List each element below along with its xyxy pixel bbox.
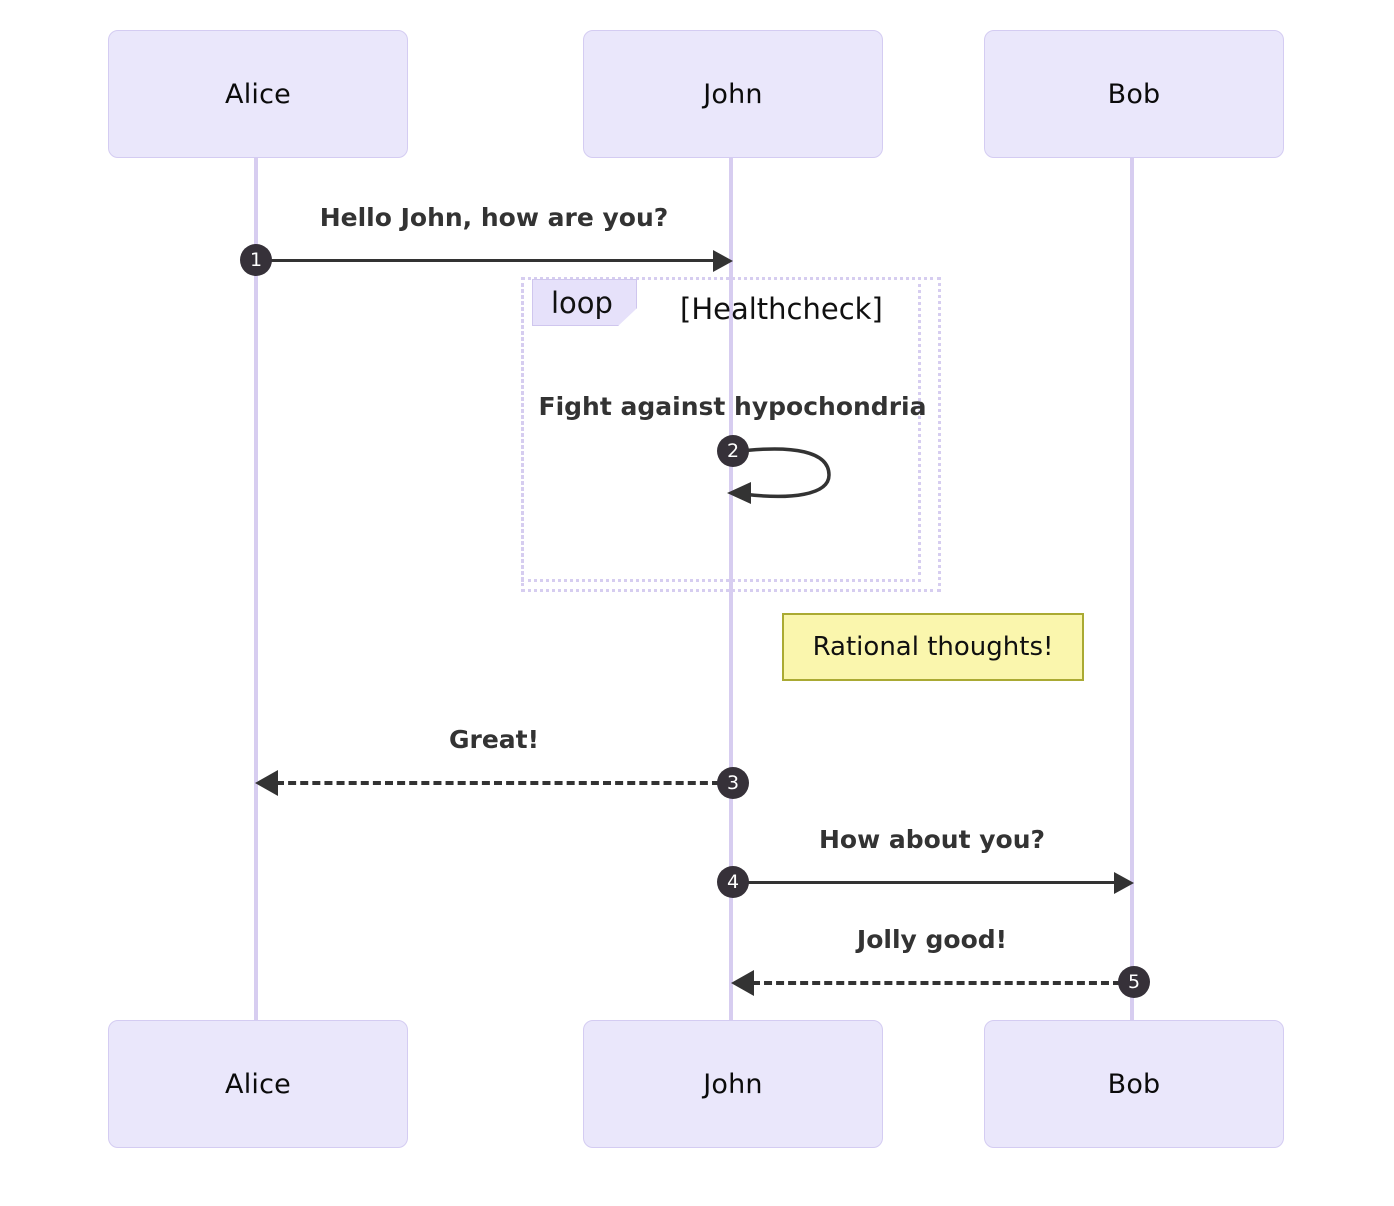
message-4-line [742, 881, 1122, 884]
note-rational-thoughts-label: Rational thoughts! [812, 632, 1054, 662]
actor-box-alice-bottom[interactable]: Alice [108, 1020, 408, 1148]
actor-box-bob-top[interactable]: Bob [984, 30, 1284, 158]
actor-label-bob-bottom: Bob [1107, 1068, 1161, 1100]
message-4-arrowhead-icon [1114, 872, 1134, 894]
message-2-label: Fight against hypochondria [538, 392, 927, 421]
note-rational-thoughts: Rational thoughts! [782, 613, 1084, 681]
message-1-arrowhead-icon [713, 250, 733, 272]
message-5-sequence-badge: 5 [1118, 966, 1150, 998]
loop-fragment-condition: [Healthcheck] [680, 292, 883, 326]
message-1-sequence-badge: 1 [240, 244, 272, 276]
actor-label-alice-bottom: Alice [225, 1068, 291, 1100]
message-2-sequence-badge: 2 [717, 435, 749, 467]
lifeline-bob [1130, 158, 1134, 1020]
actor-box-john-top[interactable]: John [583, 30, 883, 158]
message-5-arrowhead-icon [731, 970, 754, 996]
message-3-arrowhead-icon [255, 770, 278, 796]
actor-box-bob-bottom[interactable]: Bob [984, 1020, 1284, 1148]
actor-label-bob-top: Bob [1107, 78, 1161, 110]
message-1-line [266, 259, 721, 262]
message-3-line [276, 781, 720, 785]
lifeline-alice [254, 158, 258, 1020]
loop-fragment-inner-border [521, 277, 921, 582]
message-4-label: How about you? [818, 825, 1046, 854]
message-4-sequence-badge: 4 [717, 866, 749, 898]
loop-fragment-tab-label: loop [551, 285, 613, 320]
loop-fragment-tab: loop [532, 279, 637, 326]
message-5-label: Jolly good! [856, 925, 1008, 954]
actor-label-john-top: John [703, 78, 763, 110]
message-3-sequence-badge: 3 [717, 767, 749, 799]
message-1-label: Hello John, how are you? [319, 203, 669, 232]
actor-label-john-bottom: John [703, 1068, 763, 1100]
actor-box-john-bottom[interactable]: John [583, 1020, 883, 1148]
actor-label-alice-top: Alice [225, 78, 291, 110]
actor-box-alice-top[interactable]: Alice [108, 30, 408, 158]
message-2-self-loop-arrow [727, 447, 831, 504]
message-5-line [752, 981, 1121, 985]
message-3-label: Great! [448, 725, 540, 754]
